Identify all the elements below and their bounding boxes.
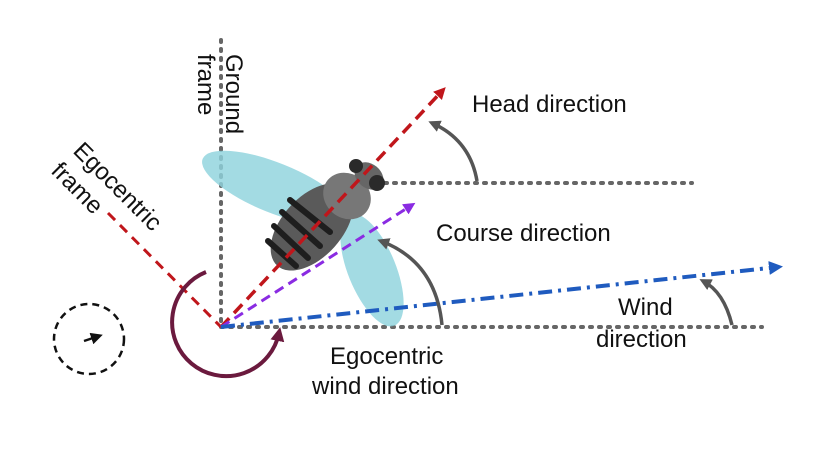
head-direction-arrow — [219, 87, 446, 329]
wind-direction-label-line-2: direction — [596, 326, 687, 353]
fly-lower-wing — [340, 213, 404, 327]
fly-thorax — [323, 172, 371, 220]
course-angle-arc — [377, 238, 444, 326]
egocentric-frame-line — [106, 211, 223, 329]
head-angle-arc — [428, 120, 479, 182]
head-direction-label: Head direction — [472, 91, 627, 118]
fly-eye — [369, 175, 385, 191]
dashed-circle-with-arrow-icon — [52, 302, 126, 376]
fly-abdomen-stripes — [265, 197, 333, 269]
fly-illustration — [202, 150, 404, 327]
wind-angle-arc — [699, 279, 734, 326]
wind-direction-arrow — [220, 261, 783, 329]
egocentric-wind-arc — [170, 270, 285, 379]
course-direction-arrow — [220, 202, 416, 329]
course-direction-label: Course direction — [436, 220, 611, 247]
egocentric-wind-direction-label-line-1: Egocentric — [330, 343, 443, 370]
ground-frame-label-line-1: Ground — [220, 54, 247, 134]
egocentric-wind-direction-label-line-2: wind direction — [311, 373, 459, 400]
wind-direction-label-line-1: Wind — [618, 294, 673, 321]
ground-frame-label-line-2: frame — [192, 54, 219, 115]
fly-eye-2 — [349, 159, 363, 173]
